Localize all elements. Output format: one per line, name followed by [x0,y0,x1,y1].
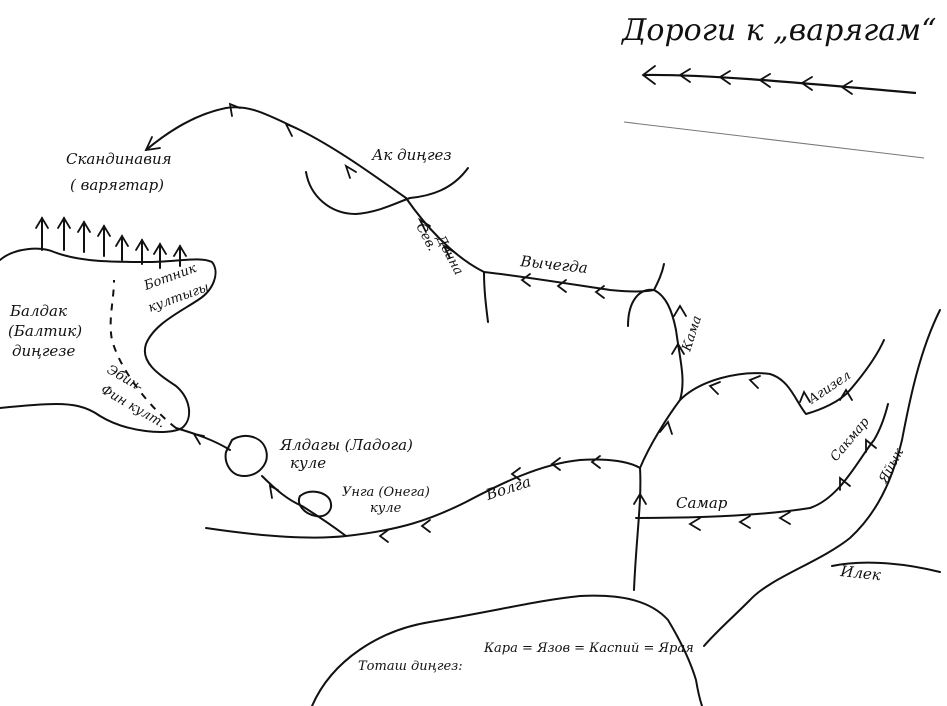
label-kama: Кама [679,314,705,354]
legend [623,65,925,159]
scandinavia-arrows [35,216,187,269]
label-onega-line2: куле [370,501,402,516]
route-neva [175,427,231,451]
label-white-sea: Ак диңгез [371,146,452,164]
legend-separator [623,121,925,159]
baltic-coastline [0,247,217,433]
label-baltic-line3: диңгезе [12,342,75,360]
label-ladoga-line1: Ялдагы (Ладога) [279,436,413,454]
belaya-river [679,339,885,415]
label-caspian-line1: Тоташ диңгез: [358,659,463,674]
legend-arrow-mark [718,70,731,85]
legend-arrow-mark [758,73,771,88]
legend-arrow-mark [800,76,813,91]
kama-upper-left [653,263,665,291]
route-arrow-ticks [192,102,877,543]
map-title: Дороги к „варягам“ [620,13,936,48]
sakmara-river [635,403,889,519]
label-ural: Яйык [876,446,907,487]
ilek-river [831,561,941,573]
label-onega-line1: Унга (Онега) [342,485,430,500]
volga-river [205,458,642,591]
label-baltic-line2: (Балтик) [8,322,82,340]
label-baltic-line1: Балдак [9,302,67,320]
legend-route-line [642,73,917,95]
legend-arrowhead [641,65,656,85]
label-caspian-line2: Кара = Язов = Каспий = Ярая [483,641,694,656]
label-volga: Волга [483,472,533,504]
label-north-dvina-line2: Двина [432,232,466,278]
label-ilek: Илек [839,562,882,584]
lake-ladoga [224,434,268,477]
route-svir [261,475,347,537]
white-sea-coast [305,167,469,215]
label-scandinavia-line1: Скандинавия [66,150,172,168]
label-belaya: Агизел [805,368,854,408]
label-vychegda: Вычегда [519,252,589,277]
lake-onega [298,490,332,518]
north-dvina-river [405,197,489,323]
legend-arrow-mark [678,68,691,83]
label-ladoga-line2: куле [290,454,326,472]
route-arctic-arrowhead [144,136,161,152]
route-arctic [145,106,407,199]
ural-river [703,309,941,647]
legend-arrow-mark [840,80,853,95]
caspian-coast [311,594,703,706]
label-samara: Самар [676,494,728,512]
label-scandinavia-line2: ( варягтар) [70,176,164,194]
